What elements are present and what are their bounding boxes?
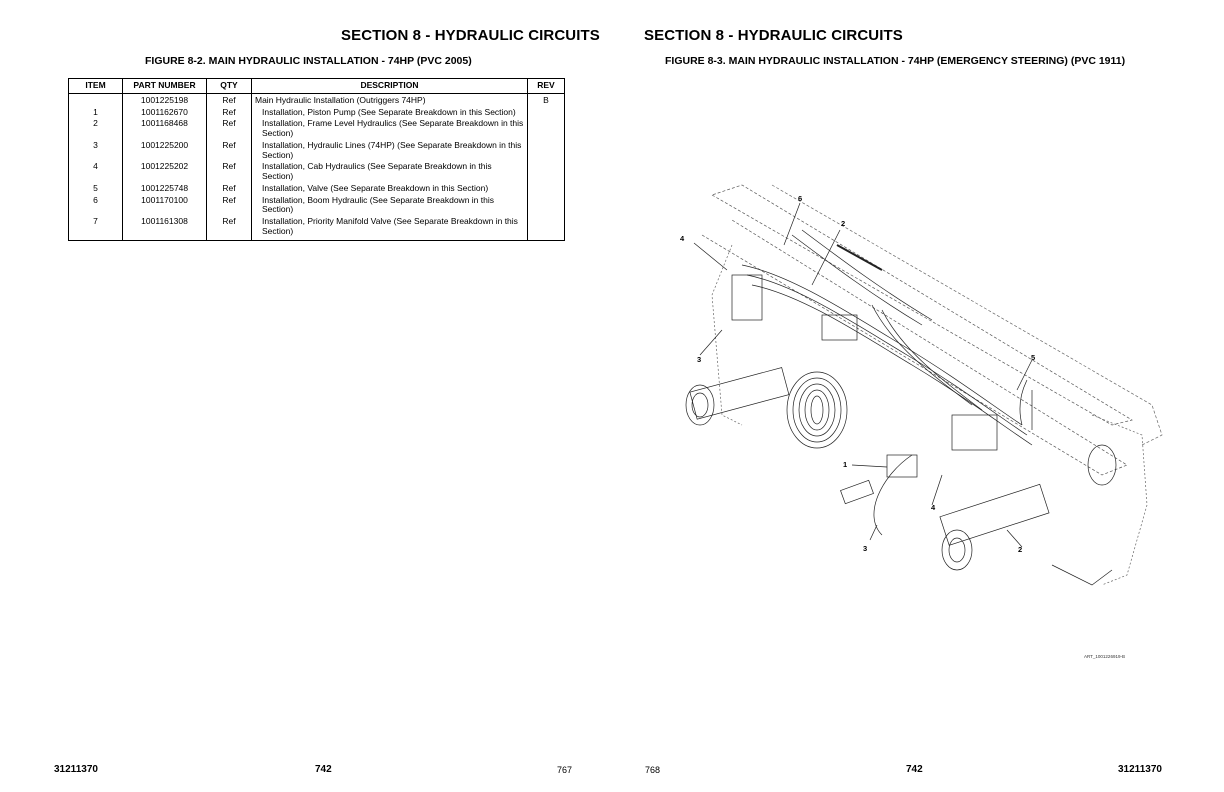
cell-qty: Ref [206,93,252,106]
cell-qty: Ref [206,215,252,241]
parts-table: ITEM PART NUMBER QTY DESCRIPTION REV 100… [68,78,565,241]
table-row: 6 1001170100 Ref Installation, Boom Hydr… [68,193,565,216]
cell-item [68,93,123,106]
cell-description: Main Hydraulic Installation (Outriggers … [255,94,426,105]
cell-qty: Ref [206,160,252,182]
footer-page-number: 768 [645,765,661,775]
cell-part-number: 1001225200 [122,138,207,161]
cell-item: 7 [68,215,123,241]
cell-qty: Ref [206,138,252,161]
cell-part-number: 1001225202 [122,160,207,182]
cell-description: Installation, Boom Hydraulic (See Separa… [262,194,494,215]
cell-description-wrap: Installation, Priority Manifold Valve (S… [251,215,528,241]
header-part-number: PART NUMBER [122,78,207,94]
table-row: 5 1001225748 Ref Installation, Valve (Se… [68,181,565,194]
callout-label: 1 [843,460,847,469]
cell-item: 1 [68,105,123,118]
footer-doc-number: 31211370 [1118,764,1162,775]
table-row: 4 1001225202 Ref Installation, Cab Hydra… [68,160,565,182]
cell-part-number: 1001225748 [122,181,207,194]
cell-item: 4 [68,160,123,182]
cell-description-wrap: Installation, Boom Hydraulic (See Separa… [251,193,528,216]
cell-description-wrap: Installation, Cab Hydraulics (See Separa… [251,160,528,182]
callout-label: 4 [931,503,936,512]
cell-part-number: 1001161308 [122,215,207,241]
figure-title: FIGURE 8-2. MAIN HYDRAULIC INSTALLATION … [145,55,472,67]
cell-qty: Ref [206,181,252,194]
section-title: SECTION 8 - HYDRAULIC CIRCUITS [644,27,903,44]
cell-description: Installation, Piston Pump (See Separate … [262,106,516,117]
header-rev: REV [527,78,565,94]
right-page: SECTION 8 - HYDRAULIC CIRCUITS FIGURE 8-… [612,0,1224,792]
header-qty: QTY [206,78,252,94]
callout-label: 3 [697,355,701,364]
cell-rev [527,215,565,241]
cell-qty: Ref [206,193,252,216]
header-item: ITEM [68,78,123,94]
callout-label: 5 [1031,353,1035,362]
footer-model: 742 [315,764,332,775]
diagram-svg: 6 2 4 3 5 1 4 3 2 [680,184,1163,586]
cell-rev [527,105,565,118]
callout-label: 2 [841,219,845,228]
table-row: 3 1001225200 Ref Installation, Hydraulic… [68,138,565,161]
left-page: SECTION 8 - HYDRAULIC CIRCUITS FIGURE 8-… [54,27,600,775]
table-row: 2 1001168468 Ref Installation, Frame Lev… [68,117,565,139]
callout-label: 2 [1018,545,1022,554]
table-row: 1001225198 Ref Main Hydraulic Installati… [68,93,565,106]
cell-qty: Ref [206,117,252,139]
footer-page-number: 767 [557,765,573,775]
cell-item: 3 [68,138,123,161]
table-header-row: ITEM PART NUMBER QTY DESCRIPTION REV [68,78,565,94]
cell-rev [527,193,565,216]
callout-label: 3 [863,544,867,553]
cell-description: Installation, Cab Hydraulics (See Separa… [262,161,492,182]
cell-part-number: 1001225198 [122,93,207,106]
cell-rev [527,160,565,182]
section-title: SECTION 8 - HYDRAULIC CIRCUITS [341,27,600,44]
cell-rev [527,181,565,194]
cell-item: 5 [68,181,123,194]
table-row: 7 1001161308 Ref Installation, Priority … [68,215,565,241]
cell-part-number: 1001162670 [122,105,207,118]
cell-qty: Ref [206,105,252,118]
callout-label: 4 [680,234,685,243]
cell-item: 6 [68,193,123,216]
cell-description-wrap: Installation, Hydraulic Lines (74HP) (Se… [251,138,528,161]
cell-item: 2 [68,117,123,139]
footer-model: 742 [906,764,923,775]
cell-description: Installation, Valve (See Separate Breakd… [262,182,489,193]
footer-doc-number: 31211370 [54,764,98,775]
cell-part-number: 1001168468 [122,117,207,139]
callout-label: 6 [798,194,802,203]
cell-description: Installation, Frame Level Hydraulics (Se… [262,118,524,139]
hydraulic-installation-diagram: 6 2 4 3 5 1 4 3 2 [672,175,1172,600]
cell-description-wrap: Installation, Frame Level Hydraulics (Se… [251,117,528,139]
cell-part-number: 1001170100 [122,193,207,216]
cell-description-wrap: Installation, Piston Pump (See Separate … [251,105,528,118]
art-id: ART_1001226919-B [1084,654,1125,659]
cell-rev: B [527,93,565,106]
cell-description-wrap: Installation, Valve (See Separate Breakd… [251,181,528,194]
cell-description-wrap: Main Hydraulic Installation (Outriggers … [251,93,528,106]
cell-rev [527,117,565,139]
header-description: DESCRIPTION [251,78,528,94]
figure-title: FIGURE 8-3. MAIN HYDRAULIC INSTALLATION … [665,55,1126,67]
cell-rev [527,138,565,161]
cell-description: Installation, Hydraulic Lines (74HP) (Se… [262,139,522,160]
table-row: 1 1001162670 Ref Installation, Piston Pu… [68,105,565,118]
cell-description: Installation, Priority Manifold Valve (S… [262,216,518,236]
